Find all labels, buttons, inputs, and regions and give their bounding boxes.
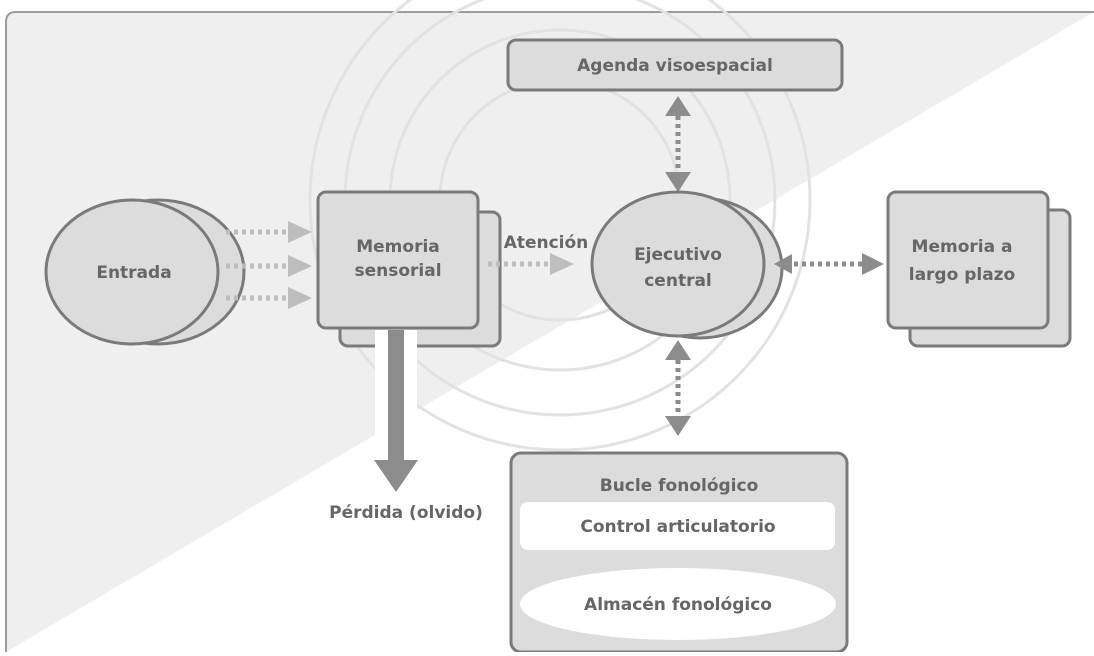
phonological-loop-label: Bucle fonológico (600, 476, 759, 496)
central-executive-label-line2: central (644, 271, 712, 291)
articulatory-control-label: Control articulatorio (580, 517, 775, 537)
central-executive-label-line1: Ejecutivo (634, 245, 722, 265)
visuospatial-sketchpad-node: Agenda visoespacial (506, 38, 844, 92)
loss-arrow (374, 330, 418, 492)
input-to-sensory-arrows (226, 221, 312, 309)
sensory-memory-label-line1: Memoria (356, 237, 440, 257)
long-term-memory-label-line1: Memoria a (912, 237, 1013, 257)
phonological-loop-node: Bucle fonológico Control articulatorio A… (509, 451, 849, 654)
loss-label: Pérdida (olvido) (329, 503, 483, 523)
executive-phonological-arrow (665, 340, 691, 436)
long-term-memory-label-line2: largo plazo (909, 265, 1016, 285)
executive-visuospatial-arrow (665, 96, 691, 192)
visuospatial-sketchpad-label: Agenda visoespacial (577, 56, 773, 76)
attention-arrow (488, 253, 574, 275)
phonological-store-label: Almacén fonológico (584, 595, 772, 615)
articulatory-control-box (520, 502, 835, 550)
long-term-memory-node: Memoria a largo plazo (886, 190, 1072, 348)
sensory-memory-node: Memoria sensorial (316, 190, 502, 348)
input-node: Entrada (44, 198, 246, 346)
sensory-memory-label-line2: sensorial (354, 261, 441, 281)
input-label: Entrada (96, 263, 171, 283)
diagram-frame (5, 11, 1094, 652)
central-executive-node: Ejecutivo central (590, 190, 784, 340)
attention-label: Atención (504, 233, 589, 253)
executive-longterm-arrow (774, 253, 884, 275)
phonological-store-ellipse (520, 568, 836, 640)
